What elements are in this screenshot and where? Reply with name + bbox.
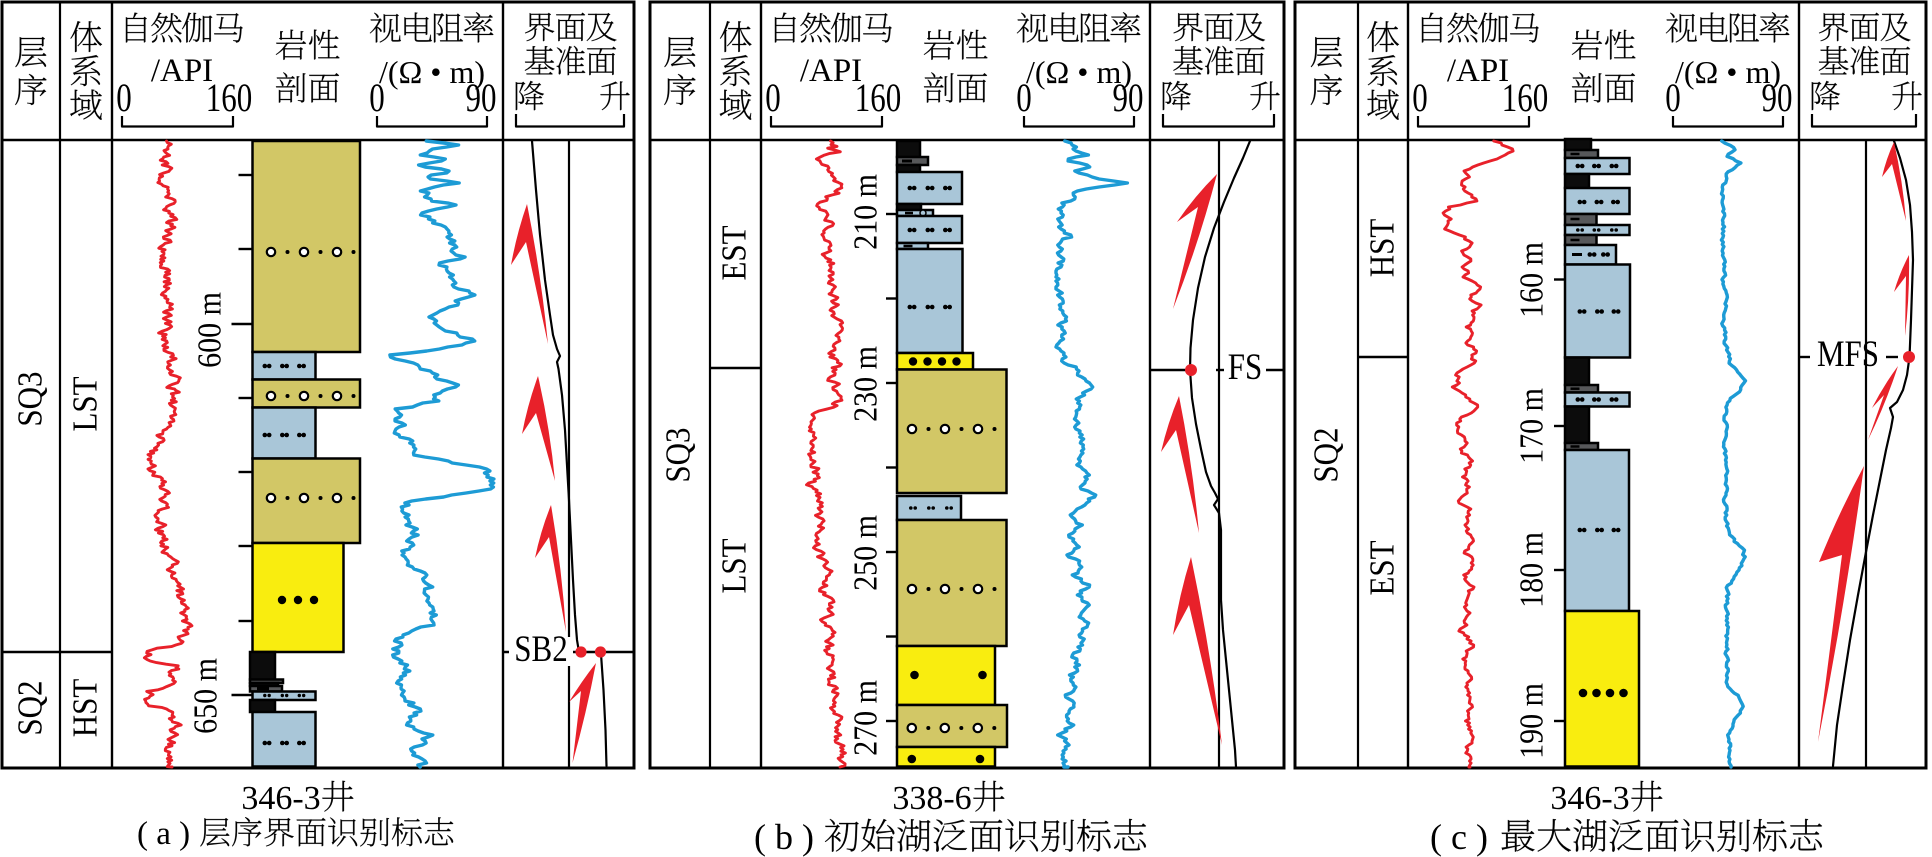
- svg-text:90: 90: [466, 75, 497, 120]
- svg-text:SQ2: SQ2: [12, 680, 50, 735]
- svg-text:/API: /API: [800, 53, 862, 89]
- svg-text:160: 160: [206, 75, 252, 120]
- svg-text:650 m: 650 m: [187, 658, 224, 734]
- svg-text:250 m: 250 m: [847, 515, 884, 591]
- svg-text:0: 0: [369, 75, 384, 120]
- svg-text:/(Ω • m): /(Ω • m): [1675, 54, 1781, 90]
- svg-text:( b ): ( b ): [754, 817, 814, 857]
- svg-text:0: 0: [116, 75, 131, 120]
- svg-text:270 m: 270 m: [847, 680, 884, 756]
- svg-text:90: 90: [1762, 75, 1793, 120]
- svg-text:FS: FS: [1228, 346, 1262, 387]
- svg-text:SQ2: SQ2: [1308, 427, 1346, 482]
- svg-text:160: 160: [1502, 75, 1548, 120]
- svg-text:346-3: 346-3: [1550, 780, 1629, 817]
- svg-text:SQ3: SQ3: [660, 427, 698, 482]
- svg-text:90: 90: [1113, 75, 1144, 120]
- svg-text:180 m: 180 m: [1513, 532, 1550, 608]
- svg-text:170 m: 170 m: [1513, 388, 1550, 464]
- svg-text:/API: /API: [151, 53, 213, 89]
- svg-text:160 m: 160 m: [1513, 242, 1550, 318]
- svg-text:230 m: 230 m: [847, 346, 884, 422]
- svg-text:0: 0: [1665, 75, 1680, 120]
- svg-text:SQ3: SQ3: [12, 371, 50, 426]
- svg-text:160: 160: [855, 75, 901, 120]
- svg-text:( c ): ( c ): [1430, 817, 1488, 857]
- svg-text:HST: HST: [1364, 219, 1402, 278]
- svg-text:HST: HST: [67, 679, 105, 738]
- svg-text:338-6: 338-6: [892, 780, 971, 817]
- svg-text:190 m: 190 m: [1513, 683, 1550, 759]
- svg-text:( a ): ( a ): [137, 816, 190, 852]
- svg-text:/(Ω • m): /(Ω • m): [1026, 54, 1132, 90]
- svg-text:0: 0: [765, 75, 780, 120]
- svg-text:346-3: 346-3: [241, 780, 320, 817]
- svg-text:210 m: 210 m: [847, 174, 884, 250]
- svg-text:LST: LST: [67, 376, 105, 431]
- svg-text:0: 0: [1412, 75, 1427, 120]
- svg-text:/(Ω • m): /(Ω • m): [379, 54, 485, 90]
- svg-text:EST: EST: [1364, 540, 1402, 595]
- svg-text:LST: LST: [716, 538, 754, 593]
- svg-text:600 m: 600 m: [191, 292, 228, 368]
- svg-text:EST: EST: [716, 225, 754, 280]
- svg-text:SB2: SB2: [514, 628, 567, 669]
- svg-text:0: 0: [1016, 75, 1031, 120]
- svg-text:/API: /API: [1447, 53, 1509, 89]
- svg-text:MFS: MFS: [1817, 333, 1879, 374]
